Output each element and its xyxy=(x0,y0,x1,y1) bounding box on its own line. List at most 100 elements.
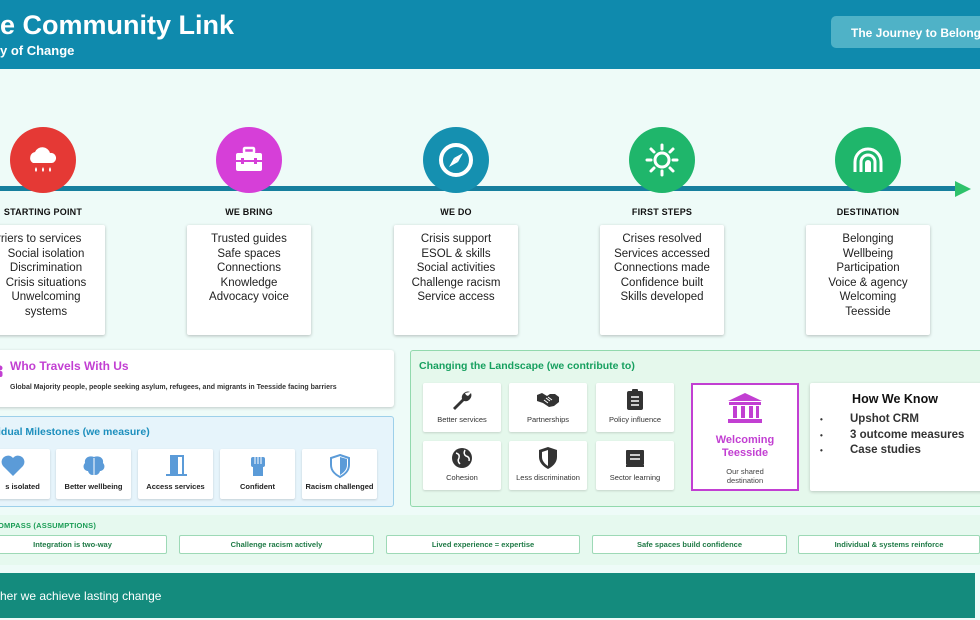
footer-text: her we achieve lasting change xyxy=(0,589,162,603)
timeline-arrow-icon xyxy=(955,181,971,197)
landscape-panel: Changing the Landscape (we contribute to… xyxy=(410,350,980,507)
how-we-know-card: How We Know •Upshot CRM • 3 outcome measu… xyxy=(810,383,980,491)
milestone-card: s isolated xyxy=(0,449,50,499)
milestone-card: Better wellbeing xyxy=(56,449,131,499)
stage-line: Service access xyxy=(417,291,495,304)
stage-line: Trusted guides xyxy=(211,233,287,245)
stage-label: STARTING POINT xyxy=(3,207,83,217)
milestones-title: idual Milestones (we measure) xyxy=(0,426,150,438)
stage-line: Crises resolved xyxy=(622,233,702,245)
stage-card: Trusted guides Safe spaces Connections K… xyxy=(187,225,311,335)
heart-icon xyxy=(0,449,50,479)
stage-line: Wellbeing xyxy=(842,247,894,260)
milestone-card: Racism challenged xyxy=(302,449,377,499)
assumption-pill: Lived experience = expertise xyxy=(386,535,580,554)
stage-line: Knowledge xyxy=(220,276,278,289)
stage-line: Participation xyxy=(836,262,900,275)
landscape-label: Cohesion xyxy=(446,473,478,482)
landscape-card: Sector learning xyxy=(596,441,674,490)
how-we-know-item: • 3 outcome measures xyxy=(820,428,964,444)
stage-line: Connections made xyxy=(614,262,710,275)
stage-line: Discrimination xyxy=(9,262,83,275)
stage-label: WE BRING xyxy=(225,207,273,217)
stage-line: Belonging xyxy=(842,233,894,245)
compass-assumptions: OMPASS (ASSUMPTIONS) Integration is two-… xyxy=(0,515,980,565)
globe-icon xyxy=(423,441,501,471)
compass-icon xyxy=(423,127,489,193)
page-title: e Community Link xyxy=(0,10,235,40)
compass-title: OMPASS (ASSUMPTIONS) xyxy=(0,521,97,530)
welcome-sub-line: Our shared xyxy=(726,467,764,476)
stage-line: Confidence built xyxy=(620,276,704,289)
stage-card: arriers to services Social isolation Dis… xyxy=(0,225,105,335)
how-we-know-list: •Upshot CRM • 3 outcome measures • Case st… xyxy=(820,412,964,459)
who-travels-card: Who Travels With Us Global Majority peop… xyxy=(0,350,394,407)
milestone-card: Confident xyxy=(220,449,295,499)
milestone-label: Racism challenged xyxy=(305,482,374,491)
milestone-label: Better wellbeing xyxy=(64,482,123,491)
landscape-card: Partnerships xyxy=(509,383,587,432)
stage-line: Advocacy voice xyxy=(209,291,289,304)
bullet-icon: • xyxy=(820,430,823,440)
stage-line: arriers to services xyxy=(0,233,82,245)
timeline-line xyxy=(0,186,958,191)
how-we-know-text: 3 outcome measures xyxy=(850,428,965,441)
how-we-know-text: Case studies xyxy=(850,444,921,456)
assumption-pill: Integration is two-way xyxy=(0,535,167,554)
landscape-label: Sector learning xyxy=(609,473,661,482)
stage-line: Crisis situations xyxy=(5,276,87,289)
footer-banner: her we achieve lasting change xyxy=(0,573,975,618)
fist-icon xyxy=(220,449,295,479)
landscape-card: Better services xyxy=(423,383,501,432)
milestones-panel: idual Milestones (we measure) s isolated… xyxy=(0,416,394,507)
stage-starting-point: STARTING POINT arriers to services Socia… xyxy=(0,127,105,335)
stage-line: Voice & agency xyxy=(828,276,908,289)
book-icon xyxy=(596,441,674,471)
header-bar: e Community Link y of Change The Journey… xyxy=(0,0,980,69)
stage-we-do: WE DO Crisis support ESOL & skills Socia… xyxy=(394,127,518,335)
landscape-card: Less discrimination xyxy=(509,441,587,490)
rain-cloud-icon xyxy=(10,127,76,193)
stage-line: Welcoming xyxy=(839,291,897,304)
people-icon xyxy=(0,364,3,377)
stage-line: Crisis support xyxy=(420,233,492,245)
shield-icon xyxy=(302,449,377,479)
stage-line: Social isolation xyxy=(7,247,85,260)
stage-label: WE DO xyxy=(440,207,472,217)
stage-card: Crisis support ESOL & skills Social acti… xyxy=(394,225,518,335)
stage-card: Belonging Wellbeing Participation Voice … xyxy=(806,225,930,335)
bullet-icon: • xyxy=(820,415,823,424)
door-icon xyxy=(138,449,213,479)
journey-button[interactable]: The Journey to Belongi xyxy=(831,16,980,48)
assumption-pill: Individual & systems reinforce xyxy=(798,535,980,554)
wrench-icon xyxy=(423,383,501,413)
stage-line: Services accessed xyxy=(614,247,710,260)
assumption-pill: Safe spaces build confidence xyxy=(592,535,787,554)
stage-line: Teesside xyxy=(845,305,891,318)
how-we-know-title: How We Know xyxy=(852,392,938,406)
assumption-pill: Challenge racism actively xyxy=(179,535,374,554)
rainbow-icon xyxy=(835,127,901,193)
stage-line: Skills developed xyxy=(620,291,704,304)
who-travels-text: Global Majority people, people seeking a… xyxy=(10,384,337,391)
stage-destination: DESTINATION Belonging Wellbeing Particip… xyxy=(806,127,930,335)
brain-icon xyxy=(56,449,131,479)
stage-we-bring: WE BRING Trusted guides Safe spaces Conn… xyxy=(187,127,311,335)
who-travels-title: Who Travels With Us xyxy=(10,359,129,373)
how-we-know-item: • Case studies xyxy=(820,443,964,459)
bank-icon xyxy=(693,391,797,430)
milestone-label: s isolated xyxy=(5,482,40,491)
stage-line: ESOL & skills xyxy=(421,247,491,260)
welcoming-teesside-card: Welcoming Teesside Our shared destinatio… xyxy=(691,383,799,491)
bullet-icon: • xyxy=(820,446,823,455)
stage-line: Challenge racism xyxy=(411,276,501,289)
clipboard-icon xyxy=(596,383,674,413)
milestone-label: Confident xyxy=(240,482,275,491)
landscape-label: Less discrimination xyxy=(516,473,580,482)
how-we-know-item: •Upshot CRM xyxy=(820,412,964,428)
welcome-sub-line: destination xyxy=(726,476,764,485)
welcome-subtitle: Our shared destination xyxy=(693,467,797,485)
landscape-card: Policy influence xyxy=(596,383,674,432)
landscape-label: Policy influence xyxy=(608,415,662,424)
milestone-label: Access services xyxy=(146,482,205,491)
